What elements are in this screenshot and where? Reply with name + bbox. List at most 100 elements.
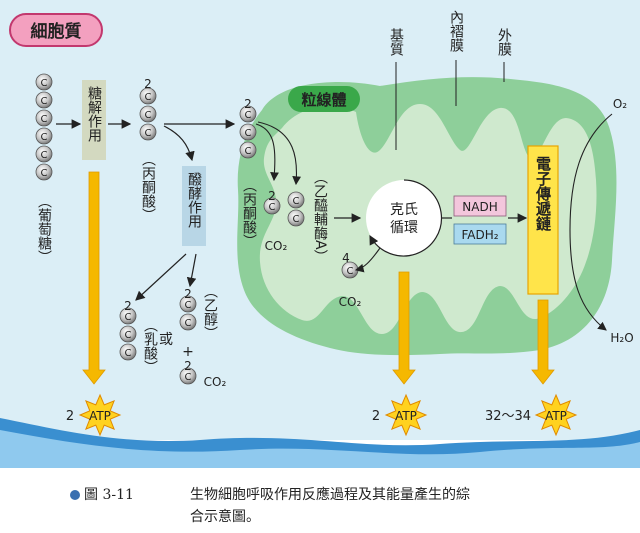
lactic-acid-count: 2 <box>124 299 132 313</box>
svg-text:C: C <box>347 266 354 277</box>
fermentation-label: 醱酵作用 <box>186 172 202 229</box>
etc-box <box>527 145 559 295</box>
nadh-box <box>453 195 507 217</box>
co2-count-pyruvate: 2 <box>268 189 276 203</box>
svg-text:C: C <box>293 214 300 225</box>
pyruvate-count: 2 <box>144 77 152 91</box>
carbon-lactic-acid-2: C <box>119 325 137 343</box>
arrow-to-ethanol <box>186 253 197 288</box>
nadh-label: NADH <box>462 200 497 214</box>
svg-text:C: C <box>41 96 48 107</box>
h2o-label: H₂O <box>610 331 633 345</box>
svg-text:C: C <box>145 92 152 103</box>
svg-text:C: C <box>145 110 152 121</box>
carbon-mito-pyruvate-1: C <box>239 105 257 123</box>
acetyl-coa-label: （乙醯輔酶A） <box>312 170 328 264</box>
carbon-glucose-2: C <box>35 91 53 109</box>
glycolysis-box <box>82 80 106 160</box>
pyruvate-label-2: （丙酮酸） <box>241 178 257 248</box>
carbon-acetyl-coa-2: C <box>287 209 305 227</box>
carbon-pyruvate-1: C <box>139 87 157 105</box>
carbon-pyruvate-3: C <box>139 123 157 141</box>
carbon-glucose-5: C <box>35 145 53 163</box>
mitochondrion-badge <box>288 86 360 112</box>
atp-star-krebs <box>384 393 428 437</box>
co2-krebs: CO₂ <box>339 295 362 309</box>
carbon-glucose-3: C <box>35 109 53 127</box>
pyruvate-label-1: （丙酮酸） <box>140 152 156 222</box>
atp-count-etc: 32～34 <box>485 409 531 424</box>
co2-count-fermentation: 2 <box>184 359 192 373</box>
caption-bullet-icon <box>70 490 80 500</box>
arrow-krebs-to-co2 <box>354 247 381 273</box>
mito-pyruvate-count: 2 <box>244 97 252 111</box>
arrow-to-lactic-acid <box>135 253 187 301</box>
atp-label-krebs: ATP <box>395 409 417 423</box>
carbon-co2-pyruvate-1: C <box>263 197 281 215</box>
co2-pyruvate: CO₂ <box>265 239 288 253</box>
figure-number: 圖 3-11 <box>70 484 134 506</box>
svg-text:C: C <box>125 348 132 359</box>
carbon-glucose-1: C <box>35 73 53 91</box>
svg-text:C: C <box>293 196 300 207</box>
svg-text:C: C <box>245 110 252 121</box>
svg-text:C: C <box>145 128 152 139</box>
carbon-lactic-acid-1: C <box>119 307 137 325</box>
lactic-acid-label: （乳酸） <box>142 318 158 374</box>
figure-caption: 圖 3-11 生物細胞呼吸作用反應過程及其能量產生的綜 合示意圖。 <box>70 484 620 528</box>
svg-text:C: C <box>185 372 192 383</box>
carbon-ethanol-2: C <box>179 313 197 331</box>
arrow-pyruvate-to-acetyl <box>257 121 302 186</box>
energy-arrow-krebs <box>392 271 416 385</box>
svg-text:C: C <box>41 150 48 161</box>
carbon-ethanol-1: C <box>179 295 197 313</box>
carbon-mito-pyruvate-3: C <box>239 141 257 159</box>
co2-fermentation: CO₂ <box>204 375 227 389</box>
svg-text:C: C <box>245 146 252 157</box>
ethanol-label: （乙醇） <box>202 284 218 340</box>
cytoplasm-label: 細胞質 <box>31 21 82 42</box>
svg-text:C: C <box>41 132 48 143</box>
svg-text:C: C <box>185 318 192 329</box>
matrix-label: 基質 <box>388 27 404 57</box>
svg-text:C: C <box>41 78 48 89</box>
svg-text:C: C <box>41 114 48 125</box>
atp-star-glycolysis <box>78 393 122 437</box>
atp-label-glycolysis: ATP <box>89 409 111 423</box>
carbon-mito-pyruvate-2: C <box>239 123 257 141</box>
arrow-pyruvate-to-co2 <box>255 123 279 182</box>
etc-label: 電子傳遞鏈 <box>534 156 552 232</box>
glycolysis-label: 糖解作用 <box>86 86 102 143</box>
fadh2-box <box>453 223 507 245</box>
carbon-glucose-6: C <box>35 163 53 181</box>
atp-star-etc <box>534 393 578 437</box>
ethanol-count: 2 <box>184 287 192 301</box>
caption-background <box>0 468 640 533</box>
krebs-cycle-circle <box>366 180 442 256</box>
atp-stars <box>78 393 578 437</box>
caption-line-2: 合示意圖。 <box>190 509 260 525</box>
carbon-co2-krebs-1: C <box>341 261 359 279</box>
cristae-label: 內褶膜 <box>448 10 464 52</box>
krebs-cycle-arrow <box>369 179 443 257</box>
carbon-pyruvate-2: C <box>139 105 157 123</box>
carbon-glucose-4: C <box>35 127 53 145</box>
energy-arrows <box>82 171 555 385</box>
atp-label-etc: ATP <box>545 409 567 423</box>
glucose-label: （葡萄糖） <box>36 194 52 264</box>
svg-text:C: C <box>185 300 192 311</box>
svg-text:C: C <box>269 202 276 213</box>
carbon-co2-fermentation-1: C <box>179 367 197 385</box>
carbon-lactic-acid-3: C <box>119 343 137 361</box>
svg-text:C: C <box>41 168 48 179</box>
svg-text:C: C <box>125 330 132 341</box>
or-label: 或 <box>159 332 173 348</box>
fermentation-box <box>182 166 206 246</box>
mitochondrion-label: 粒線體 <box>301 91 346 109</box>
svg-text:C: C <box>245 128 252 139</box>
atp-count-krebs: 2 <box>372 409 380 424</box>
figure-number-text: 圖 3-11 <box>84 487 134 503</box>
atp-count-glycolysis: 2 <box>66 409 74 424</box>
krebs-label-line1: 克氏循環 <box>390 202 418 236</box>
